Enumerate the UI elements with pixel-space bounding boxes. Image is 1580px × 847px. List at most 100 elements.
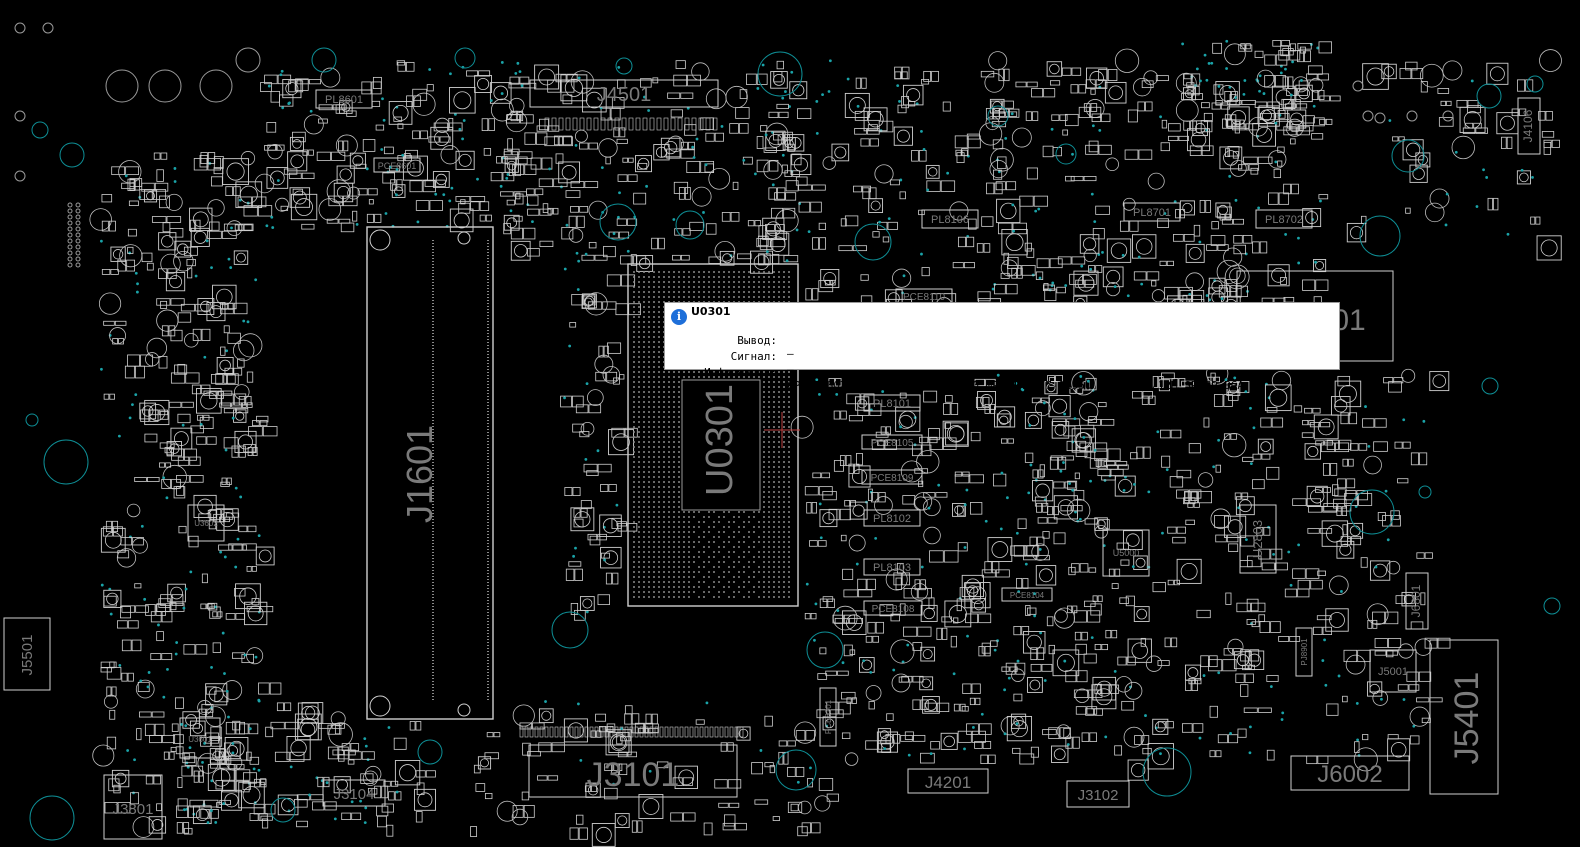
pcb-part [773, 596, 775, 598]
pcb-part [783, 436, 785, 438]
pcb-part [1225, 39, 1229, 43]
pcb-part [1243, 79, 1247, 82]
pcb-part [1066, 498, 1091, 523]
pcb-part [728, 541, 730, 543]
pcb-part [615, 57, 633, 75]
pcb-part [999, 527, 1003, 531]
pcb-part [200, 809, 210, 819]
pcb-part [638, 501, 640, 503]
pcb-part [246, 565, 252, 572]
pcb-part [678, 461, 680, 463]
pcb-part [1181, 42, 1185, 46]
pcb-part [642, 798, 660, 815]
pcb-part [912, 675, 924, 683]
pcb-part [1155, 75, 1169, 82]
pcb-part [658, 386, 660, 388]
pcb-part [466, 70, 478, 77]
pcb-part [1402, 441, 1411, 449]
pcb-part [658, 451, 660, 453]
pcb-part [109, 612, 113, 616]
pcb-part [763, 581, 765, 583]
pcb-part [718, 276, 720, 278]
pcb-part [633, 351, 635, 353]
pcb-part [1053, 481, 1065, 489]
pcb-part [953, 703, 960, 712]
pcb-part [1198, 491, 1212, 504]
pcb-part [1276, 120, 1290, 131]
pcb-part [348, 751, 362, 760]
pcb-part [643, 336, 645, 338]
pcb-part [409, 180, 423, 193]
pcb-part [512, 704, 535, 727]
pcb-part [1125, 595, 1135, 607]
pcb-part [728, 276, 730, 278]
pcb-part [743, 586, 745, 588]
pcb-part [668, 406, 670, 408]
pcb-part [658, 481, 660, 483]
pcb-part [783, 591, 785, 593]
pcb-part [1385, 650, 1394, 658]
pcb-part [224, 737, 249, 761]
pcb-part [1319, 95, 1330, 102]
pcb-part [723, 556, 725, 558]
pcb-part [297, 718, 319, 741]
pcb-part [1442, 60, 1463, 81]
pcb-part [763, 586, 765, 588]
pcb-part [1275, 54, 1288, 66]
pcb-part [773, 476, 775, 478]
pcb-part [724, 814, 736, 827]
pcb-part [292, 131, 306, 143]
pcb-part [170, 586, 183, 600]
pcb-part [655, 146, 667, 158]
pcb-part [783, 426, 785, 428]
pcb-part [1036, 502, 1043, 513]
pcb-part [946, 171, 950, 175]
pcb-part [326, 218, 339, 224]
pcb-part [519, 722, 532, 730]
pcb-part [603, 550, 619, 565]
pcb-part [653, 366, 655, 368]
pcb-part [100, 583, 104, 587]
pcb-part [648, 356, 650, 358]
pcb-part [393, 737, 407, 750]
pcb-part [638, 351, 640, 353]
pcb-part [921, 444, 932, 457]
pcb-part [108, 220, 116, 232]
pcb-part [773, 501, 775, 503]
pcb-part [648, 431, 650, 433]
pcb-part [668, 591, 670, 593]
pcb-part [633, 356, 635, 358]
pcb-part [678, 491, 680, 493]
pcb-part [678, 596, 680, 598]
pcb-part [210, 759, 220, 769]
pcb-part [318, 723, 332, 729]
pcb-part [1178, 135, 1189, 141]
pcb-part [165, 193, 183, 211]
pcb-part [1405, 61, 1418, 71]
pcb-part [948, 426, 965, 442]
pcb-part [966, 133, 980, 140]
pcb-part [788, 441, 790, 443]
pcb-part [624, 705, 633, 715]
pcb-part [217, 611, 223, 618]
pcb-part [231, 751, 235, 755]
pcb-part [1192, 723, 1204, 733]
pcb-part [708, 296, 710, 298]
pcb-part [134, 393, 138, 397]
pcb-part [806, 502, 812, 514]
pcb-part [160, 152, 168, 160]
pcb-part [1032, 480, 1054, 502]
pcb-part [648, 511, 650, 513]
pcb-part [788, 376, 790, 378]
pcb-part [964, 582, 982, 600]
pcb-part [643, 276, 645, 278]
pcb-part [1268, 192, 1279, 205]
pcb-part [852, 469, 867, 484]
pcb-part [109, 393, 115, 400]
pcb-part [788, 531, 790, 533]
pcb-part [539, 240, 554, 247]
pcb-part [753, 286, 755, 288]
pcb-part [336, 778, 348, 791]
pcb-part [136, 290, 139, 294]
